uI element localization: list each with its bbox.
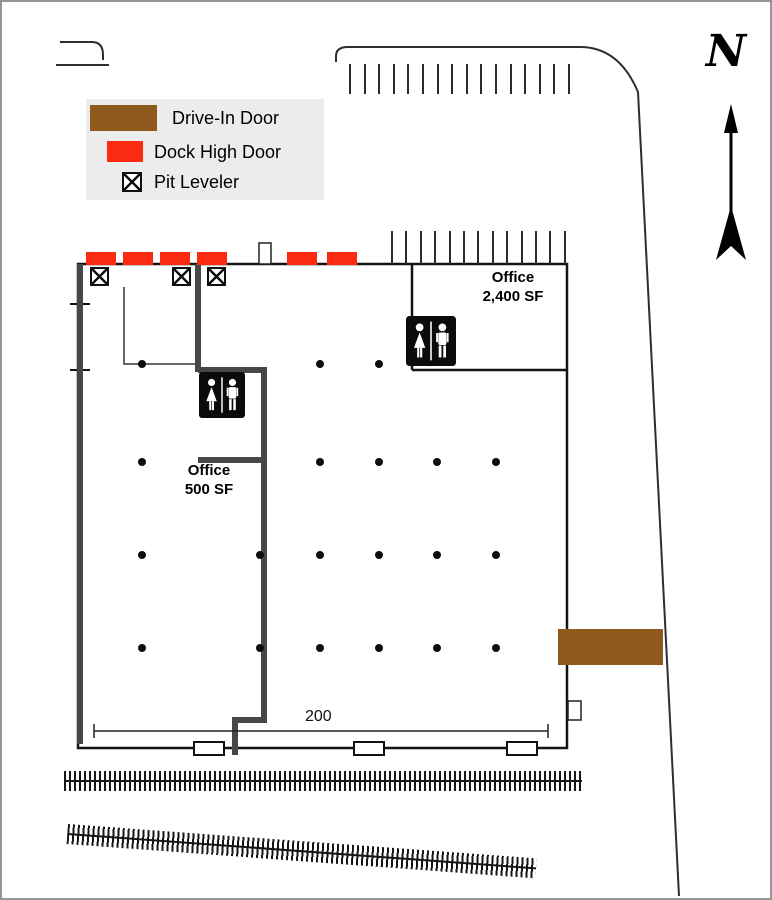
interior-thick-walls bbox=[77, 264, 267, 755]
dock-high-door bbox=[123, 252, 153, 265]
parking-stall-line bbox=[463, 231, 465, 264]
man-door-bumps bbox=[258, 242, 582, 721]
drive-in-door bbox=[558, 629, 663, 665]
dock-high-door bbox=[197, 252, 227, 265]
parking-stall-line bbox=[419, 231, 422, 264]
office-2400-size: 2,400 SF bbox=[482, 288, 544, 305]
parking-stall-line bbox=[538, 64, 541, 94]
parking-stall-line bbox=[535, 231, 537, 264]
office-2400-name: Office bbox=[491, 269, 535, 286]
parking-stall-line bbox=[391, 231, 393, 264]
pit-leveler-icon bbox=[122, 172, 142, 192]
pit-leveler bbox=[172, 267, 191, 286]
dimension-label: 200 bbox=[305, 708, 332, 725]
parking-stall-line bbox=[363, 64, 366, 94]
north-arrow-icon bbox=[716, 104, 746, 260]
column-dot bbox=[138, 360, 146, 368]
column-dot bbox=[316, 644, 324, 652]
railroad-track bbox=[64, 771, 582, 791]
column-dot bbox=[433, 458, 441, 466]
parking-stall-line bbox=[405, 231, 408, 264]
bottom-dock-pits bbox=[193, 741, 538, 756]
north-label: N bbox=[705, 26, 747, 77]
parking-stall-line bbox=[407, 64, 410, 94]
pit-leveler bbox=[90, 267, 109, 286]
column-dot bbox=[492, 458, 500, 466]
column-dot bbox=[375, 458, 383, 466]
column-dot bbox=[492, 644, 500, 652]
dock-high-door bbox=[160, 252, 190, 265]
parking-stall-line bbox=[465, 64, 468, 94]
column-dot bbox=[375, 551, 383, 559]
column-dot bbox=[375, 360, 383, 368]
column-dot bbox=[433, 551, 441, 559]
curb-top-left bbox=[56, 41, 109, 66]
parking-stall-line bbox=[378, 64, 381, 94]
column-dot bbox=[316, 551, 324, 559]
legend: Drive-In Door Dock High Door Pit Leveler bbox=[86, 99, 324, 200]
interior-thin-walls bbox=[123, 287, 198, 365]
column-dot bbox=[375, 644, 383, 652]
parking-stall-line bbox=[491, 231, 494, 264]
parking-stall-line bbox=[480, 64, 483, 94]
column-dot bbox=[433, 644, 441, 652]
pit-leveler bbox=[207, 267, 226, 286]
parking-stall-line bbox=[349, 64, 351, 94]
column-dot bbox=[138, 644, 146, 652]
office-500-name: Office bbox=[187, 462, 231, 479]
office-500-label: Office 500 SF bbox=[149, 461, 269, 499]
column-dot bbox=[256, 551, 264, 559]
parking-stall-line bbox=[436, 64, 439, 94]
legend-label: Pit Leveler bbox=[154, 172, 240, 192]
parking-stall-line bbox=[422, 64, 424, 94]
parking-stall-line bbox=[568, 64, 570, 94]
parking-stall-line bbox=[448, 231, 451, 264]
dock-high-door-swatch bbox=[107, 141, 143, 162]
column-dot bbox=[256, 644, 264, 652]
restroom-icon bbox=[199, 372, 245, 418]
column-dot bbox=[316, 360, 324, 368]
parking-stall-line bbox=[524, 64, 527, 94]
column-dot bbox=[492, 551, 500, 559]
parking-stall-line bbox=[506, 231, 509, 264]
dock-high-door bbox=[287, 252, 317, 265]
parking-stall-line bbox=[495, 64, 497, 94]
dimension-line bbox=[93, 724, 549, 738]
parking-stall-line bbox=[553, 64, 556, 94]
road-edge bbox=[335, 46, 680, 897]
column-dot bbox=[316, 458, 324, 466]
column-dot bbox=[138, 458, 146, 466]
dock-high-door bbox=[327, 252, 357, 265]
parking-stall-line bbox=[477, 231, 480, 264]
column-dot bbox=[138, 551, 146, 559]
parking-stall-line bbox=[509, 64, 512, 94]
parking-stall-line bbox=[520, 231, 523, 264]
drive-in-door-swatch bbox=[90, 105, 157, 131]
office-500-size: 500 SF bbox=[184, 481, 234, 498]
parking-stall-line bbox=[434, 231, 437, 264]
restroom-icon bbox=[406, 316, 456, 366]
legend-label: Dock High Door bbox=[154, 142, 282, 162]
parking-stall-line bbox=[451, 64, 454, 94]
parking-stall-line bbox=[392, 64, 395, 94]
dock-high-door bbox=[86, 252, 116, 265]
parking-stall-line bbox=[563, 231, 566, 264]
parking-stall-line bbox=[549, 231, 552, 264]
office-2400-label: Office 2,400 SF bbox=[453, 268, 573, 306]
legend-label: Drive-In Door bbox=[172, 108, 280, 128]
